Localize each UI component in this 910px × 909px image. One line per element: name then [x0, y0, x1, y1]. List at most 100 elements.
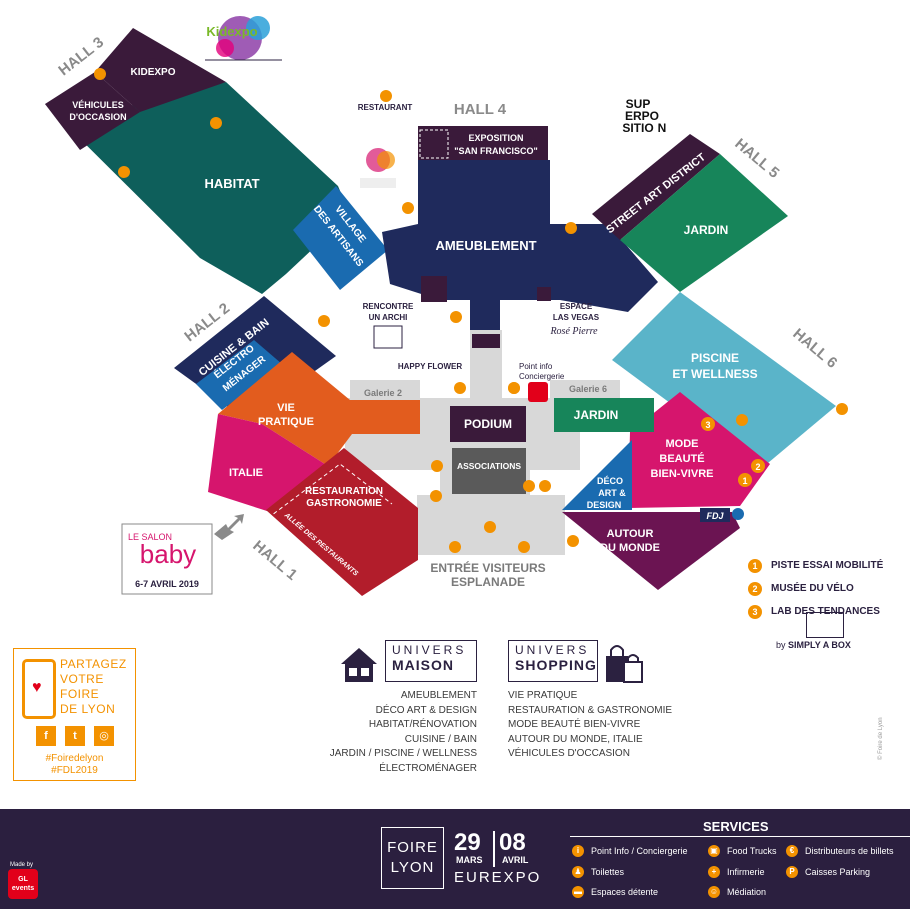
label-deco-1: DÉCO [597, 476, 623, 486]
archi-logo [373, 325, 403, 349]
phone-icon: ♥ [22, 659, 56, 719]
zone-village-artisans[interactable] [293, 186, 388, 290]
point-info-icon [508, 382, 548, 402]
hashtags: #Foiredelyon #FDL2019 [14, 753, 135, 777]
list-item: AUTOUR DU MONDE, ITALIE [508, 733, 643, 745]
date-month-2: AVRIL [502, 855, 529, 865]
services-title: SERVICES [703, 819, 769, 834]
label-italie: ITALIE [229, 467, 263, 479]
label-galerie-2: Galerie 2 [364, 388, 402, 398]
foire-de-lyon-logo: FOIRE LYON [381, 827, 444, 889]
legend-number: 3 [748, 604, 762, 619]
list-item: MODE BEAUTÉ BIEN-VIVRE [508, 719, 641, 731]
logo-line-2: LYON [390, 859, 435, 876]
zone-associations[interactable] [452, 448, 526, 494]
zone-podium[interactable] [450, 406, 526, 442]
list-item: RESTAURATION & GASTRONOMIE [508, 704, 673, 716]
list-item: VIE PRATIQUE [508, 690, 578, 701]
zone-happy-flower[interactable] [472, 334, 500, 348]
service-mediation: ☺Médiation [708, 886, 767, 898]
service-infirmerie: +Infirmerie [708, 866, 765, 878]
zone-jardin-galerie[interactable] [554, 398, 654, 432]
zone-piscine-wellness[interactable] [612, 292, 836, 468]
label-vie-1: VIE [277, 402, 295, 414]
zone-exposition[interactable] [418, 126, 548, 160]
pin-2-icon: 2 [751, 459, 765, 473]
list-item: DÉCO ART & DESIGN [375, 704, 477, 716]
hashtag-2: #FDL2019 [51, 765, 98, 776]
list-item: AMEUBLEMENT [400, 690, 477, 701]
label-roche-bobois: Rosé Pierre [549, 326, 598, 337]
zone-mode-beaute[interactable] [628, 392, 770, 508]
label-entree-1: ENTRÉE VISITEURS [430, 560, 545, 575]
label-galerie-6: Galerie 6 [569, 384, 607, 394]
instagram-icon[interactable]: ◎ [94, 726, 114, 746]
label-kidexpo: KIDEXPO [130, 67, 175, 78]
date-month-1: MARS [456, 855, 483, 865]
service-toilettes: ♟Toilettes [572, 866, 624, 878]
univers-shopping-label-1: UNIVERS [515, 643, 590, 657]
zone-ameublement[interactable] [382, 160, 658, 330]
svg-text:baby: baby [140, 539, 196, 569]
superexpo-logo: SUP ERPO SITIO N [622, 97, 666, 135]
legend-number: 2 [748, 581, 762, 596]
label-rencontre-1: RENCONTRE [363, 302, 414, 311]
label-exposition-2: "SAN FRANCISCO" [454, 146, 538, 156]
share-line-2: VOTRE [60, 672, 104, 686]
label-podium: PODIUM [464, 417, 512, 431]
toilet-icon: ♟ [572, 866, 584, 878]
label-espace-2: LAS VEGAS [553, 313, 600, 322]
zone-kidexpo[interactable] [95, 28, 226, 112]
hashtag-1: #Foiredelyon [45, 753, 104, 764]
list-item: ÉLECTROMÉNAGER [379, 762, 477, 774]
social-links: f t ◎ [36, 726, 114, 746]
date-day-2: 08 [499, 829, 526, 856]
zone-espace-las-vegas[interactable] [537, 287, 551, 301]
zone-rencontre-archi[interactable] [421, 276, 447, 302]
zone-habitat[interactable] [45, 82, 350, 294]
zone-deco-art[interactable] [562, 440, 632, 510]
label-piscine-2: ET WELLNESS [672, 367, 757, 381]
label-vie-2: PRATIQUE [258, 416, 314, 428]
cma-logo [360, 148, 396, 188]
zone-street-art[interactable] [592, 134, 720, 240]
svg-text:2: 2 [755, 462, 760, 472]
zone-vehicules[interactable] [45, 72, 140, 150]
mediation-icon: ☺ [708, 886, 720, 898]
zone-vie-pratique[interactable] [218, 352, 420, 466]
univers-shopping-list: VIE PRATIQUE RESTAURATION & GASTRONOMIE … [508, 689, 688, 762]
twitter-icon[interactable]: t [65, 726, 85, 746]
share-text: PARTAGEZ VOTRE FOIRE DE LYON [60, 657, 127, 717]
share-line-3: FOIRE [60, 687, 100, 701]
facebook-icon[interactable]: f [36, 726, 56, 746]
pin-3-icon: 3 [701, 417, 715, 431]
fdj-clover-icon [732, 508, 744, 520]
fdj-badge [700, 508, 730, 522]
hall-1-label: HALL 1 [249, 537, 300, 584]
service-billets: €Distributeurs de billets [786, 845, 894, 857]
zone-restauration[interactable] [266, 448, 418, 596]
label-habitat: HABITAT [204, 176, 259, 191]
list-item: JARDIN / PISCINE / WELLNESS [329, 748, 477, 760]
pin-1a-icon: 1 [738, 473, 752, 487]
zone-autour-du-monde[interactable] [562, 512, 740, 590]
label-autour-2: DU MONDE [600, 542, 660, 554]
date-day-1: 29 [454, 829, 481, 856]
zone-electromenager[interactable] [196, 340, 282, 410]
label-deco-2: ART & [598, 488, 626, 498]
label-piscine-1: PISCINE [691, 351, 739, 365]
kidexpo-logo: Kidexpo [205, 16, 282, 61]
univers-maison-label-1: UNIVERS [392, 643, 467, 657]
first-aid-icon: + [708, 866, 720, 878]
univers-maison-label-2: MAISON [392, 657, 454, 673]
svg-text:SITIO: SITIO [622, 121, 653, 135]
food-truck-icon: ▣ [708, 845, 720, 857]
list-item: HABITAT/RÉNOVATION [368, 719, 477, 731]
house-icon [341, 648, 377, 682]
share-line-1: PARTAGEZ [60, 657, 127, 671]
zone-jardin[interactable] [620, 154, 788, 292]
label-restauration-2: GASTRONOMIE [306, 498, 382, 509]
